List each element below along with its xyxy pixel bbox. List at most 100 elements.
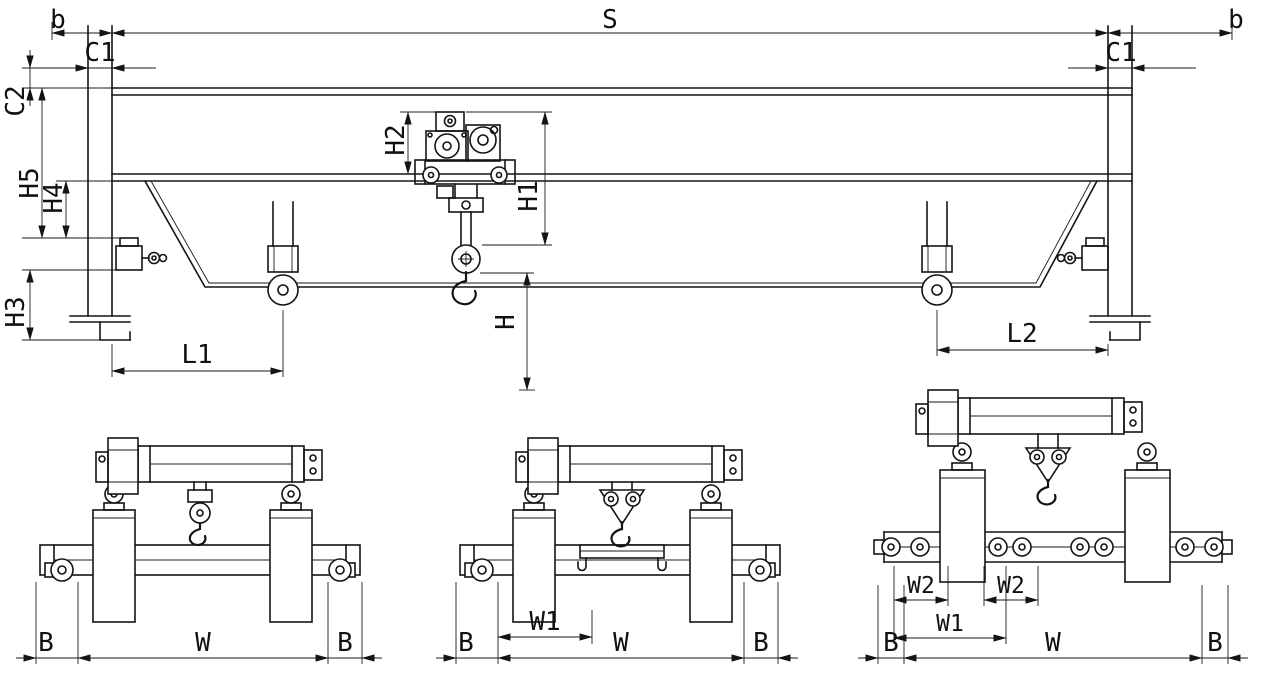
trolley-wheel	[1070, 537, 1090, 557]
dim-label-b-left: B	[38, 628, 54, 658]
elevation-dimension-lines	[22, 22, 1233, 391]
dim-label-h1: H1	[514, 180, 544, 211]
trolley-wheel	[988, 537, 1008, 557]
dim-label-w: W	[1045, 628, 1061, 658]
wheel-block-right	[921, 201, 953, 306]
dim-label-w1: W1	[936, 611, 964, 637]
dim-label-h5: H5	[15, 167, 45, 198]
hook-crossbar	[187, 489, 213, 503]
end-truck-wheel	[328, 558, 352, 582]
trolley-rail	[951, 462, 973, 471]
trolley-wheel	[701, 484, 721, 504]
dim-label-b-right: b	[1228, 5, 1244, 35]
hook-icon	[610, 520, 631, 548]
trolley-rail	[280, 502, 302, 511]
trolley-wheel	[1175, 537, 1195, 557]
end-block	[723, 449, 743, 481]
dim-label-w1: W1	[529, 607, 560, 637]
dim-label-h2: H2	[381, 124, 411, 155]
travel-wheel	[921, 274, 953, 306]
trolley-wheel	[281, 484, 301, 504]
dim-label-l2: L2	[1006, 319, 1037, 349]
hoist-trolley	[414, 111, 516, 199]
lifting-beam	[579, 544, 665, 559]
dim-label-w2-left: W2	[907, 573, 935, 599]
trolley-wheel	[952, 442, 972, 462]
sheave	[1051, 449, 1067, 465]
trolley-wheel	[1204, 537, 1224, 557]
trolley-wheel	[1094, 537, 1114, 557]
end-view-1-dimensions	[16, 582, 382, 664]
hook-pulley	[189, 502, 211, 524]
trolley-rail	[1136, 462, 1158, 471]
gearbox	[465, 124, 501, 162]
dim-label-b-left: B	[883, 628, 899, 658]
dim-label-span: S	[602, 5, 618, 35]
hoist-body	[927, 389, 959, 447]
trolley-wheel	[881, 537, 901, 557]
travel-drive-right	[1056, 237, 1109, 271]
bridge-girder	[111, 173, 1133, 288]
girder-section	[1124, 469, 1171, 583]
hook-icon	[451, 270, 477, 306]
hoist-body	[107, 437, 139, 495]
girder-fishbelly-web	[143, 179, 1099, 288]
limit-switch-box	[436, 185, 454, 199]
sheave	[625, 491, 641, 507]
trolley-rail	[103, 502, 125, 511]
dim-label-h4: H4	[39, 182, 69, 213]
hoist-motor	[435, 111, 465, 132]
girder-section	[512, 509, 556, 623]
end-truck-wheel	[470, 558, 494, 582]
trolley-frame	[414, 159, 516, 185]
hook-crossbar	[448, 197, 484, 213]
travel-wheel	[267, 274, 299, 306]
dim-label-b-left: B	[458, 628, 474, 658]
end-view-3: W2 W2 W1 B W B	[858, 389, 1248, 664]
dim-label-l1: L1	[181, 340, 212, 370]
hook-icon	[1036, 478, 1057, 506]
end-block	[1123, 401, 1143, 433]
hoist-body	[527, 437, 559, 495]
column-foot-left	[99, 321, 131, 341]
sheave	[603, 491, 619, 507]
end-truck-wheel	[50, 558, 74, 582]
trolley-wheel	[490, 166, 508, 184]
lifting-beam-hook-right	[657, 557, 667, 572]
hoist-motor	[915, 403, 929, 435]
end-block	[303, 449, 323, 481]
sheave	[1029, 449, 1045, 465]
runway-ceiling-lines	[111, 87, 1133, 96]
hoist-motor	[95, 451, 109, 483]
runway-columns	[69, 25, 1151, 341]
girder-section	[92, 509, 136, 623]
sheave-plate	[598, 489, 646, 526]
end-view-1: B W B	[16, 437, 382, 664]
dim-label-w2-right: W2	[997, 573, 1025, 599]
end-truck-wheel	[748, 558, 772, 582]
trolley-wheel	[422, 166, 440, 184]
dim-label-b-right: B	[337, 628, 353, 658]
elevation-view: b S b C1 C1 C2 H5 H4 H3 H2 H1 H L1 L2	[1, 5, 1244, 391]
end-view-3-dimensions	[858, 566, 1248, 664]
girder-section	[689, 509, 733, 623]
trolley-rail	[523, 502, 545, 511]
hook-assembly	[448, 183, 484, 306]
dim-label-c1-left: C1	[84, 38, 115, 68]
dim-label-b-left: b	[50, 5, 66, 35]
trolley-wheel	[910, 537, 930, 557]
end-view-2-dimensions	[436, 582, 798, 664]
dim-label-b-right: B	[1207, 628, 1223, 658]
hoist-motor	[515, 451, 529, 483]
dim-label-b-right: B	[753, 628, 769, 658]
column-foot-right	[1109, 321, 1141, 341]
sheave-plate	[1024, 447, 1072, 484]
girder-section	[939, 469, 986, 583]
lifting-beam-hook-left	[577, 557, 587, 572]
low-trolley-frame	[873, 531, 1233, 563]
wheel-block-left	[267, 201, 299, 306]
dim-label-w: W	[613, 628, 629, 658]
girder-section	[269, 509, 313, 623]
dim-label-c1-right: C1	[1105, 38, 1136, 68]
